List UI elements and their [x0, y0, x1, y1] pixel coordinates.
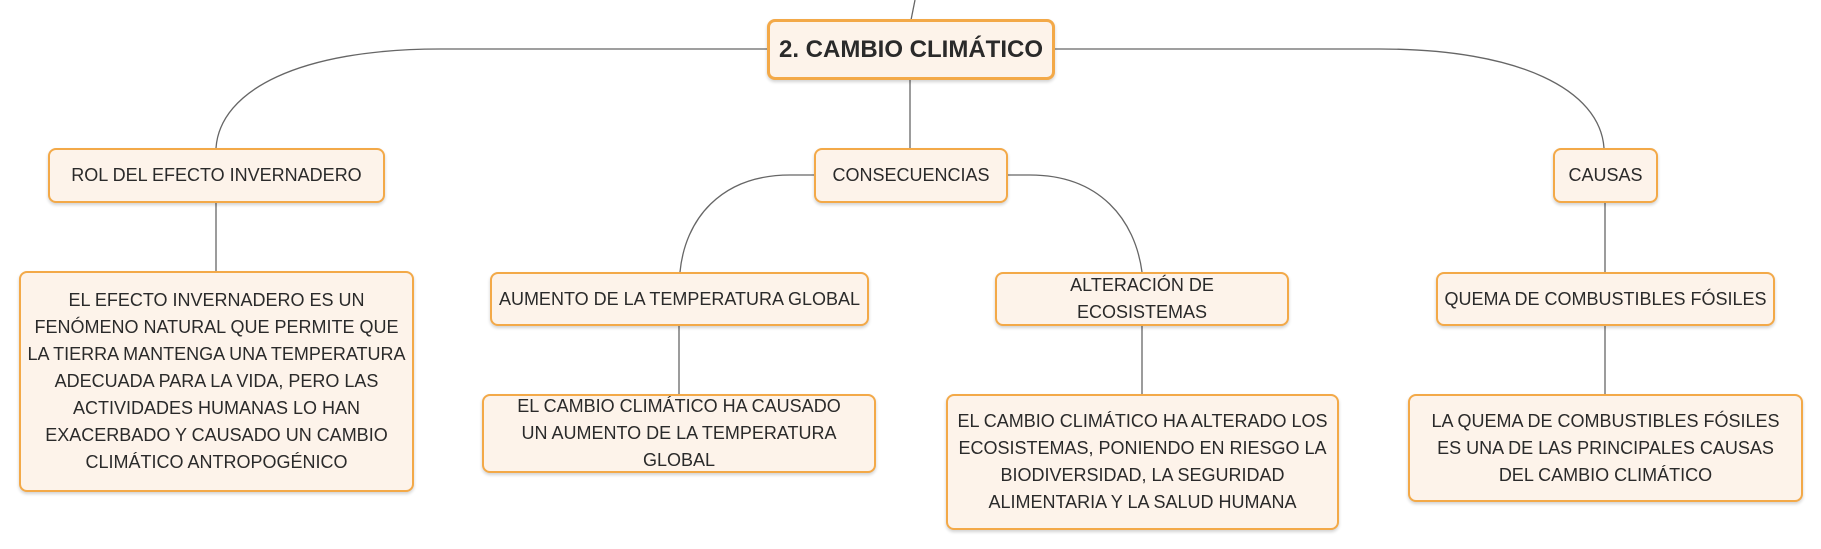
detail-text: EL CAMBIO CLIMÁTICO HA CAUSADO UN AUMENT…: [517, 396, 841, 470]
detail-node-alteracion-ecosistemas[interactable]: EL CAMBIO CLIMÁTICO HA ALTERADO LOS ECOS…: [946, 394, 1339, 530]
detail-node-efecto-invernadero[interactable]: EL EFECTO INVERNADERO ES UN FENÓMENO NAT…: [19, 271, 414, 492]
subtopic-label: ALTERACIÓN DE ECOSISTEMAS: [1070, 275, 1214, 322]
topic-label: ROL DEL EFECTO INVERNADERO: [71, 165, 362, 185]
connector-root-to-causas: [1055, 48, 1605, 149]
detail-text: LA QUEMA DE COMBUSTIBLES FÓSILES ES UNA …: [1431, 410, 1780, 485]
subtopic-label: AUMENTO DE LA TEMPERATURA GLOBAL: [498, 288, 861, 309]
detail-node-aumento-temperatura[interactable]: EL CAMBIO CLIMÁTICO HA CAUSADO UN AUMENT…: [482, 394, 876, 473]
topic-label: CAUSAS: [1568, 165, 1643, 185]
detail-text: EL EFECTO INVERNADERO ES UN FENÓMENO NAT…: [27, 290, 406, 472]
subtopic-label: QUEMA DE COMBUSTIBLES FÓSILES: [1444, 288, 1767, 309]
subtopic-node-aumento-temperatura[interactable]: AUMENTO DE LA TEMPERATURA GLOBAL: [490, 272, 869, 326]
topic-node-consecuencias[interactable]: CONSECUENCIAS: [814, 148, 1008, 203]
subtopic-node-quema-combustibles[interactable]: QUEMA DE COMBUSTIBLES FÓSILES: [1436, 272, 1775, 326]
connector-consecuencias-to-alteracion: [1007, 174, 1143, 273]
detail-text: EL CAMBIO CLIMÁTICO HA ALTERADO LOS ECOS…: [957, 411, 1328, 512]
connector-consecuencias-to-aumento: [679, 174, 814, 273]
detail-node-quema-combustibles[interactable]: LA QUEMA DE COMBUSTIBLES FÓSILES ES UNA …: [1408, 394, 1803, 502]
root-topic-label: 2. CAMBIO CLIMÁTICO: [779, 36, 1043, 63]
topic-node-rol-efecto-invernadero[interactable]: ROL DEL EFECTO INVERNADERO: [48, 148, 385, 203]
connector-parent-to-root: [910, 0, 916, 21]
topic-label: CONSECUENCIAS: [832, 165, 990, 185]
root-topic-node[interactable]: 2. CAMBIO CLIMÁTICO: [767, 19, 1055, 80]
connector-root-to-rol: [215, 48, 768, 149]
subtopic-node-alteracion-ecosistemas[interactable]: ALTERACIÓN DE ECOSISTEMAS: [995, 272, 1289, 326]
topic-node-causas[interactable]: CAUSAS: [1553, 148, 1658, 203]
